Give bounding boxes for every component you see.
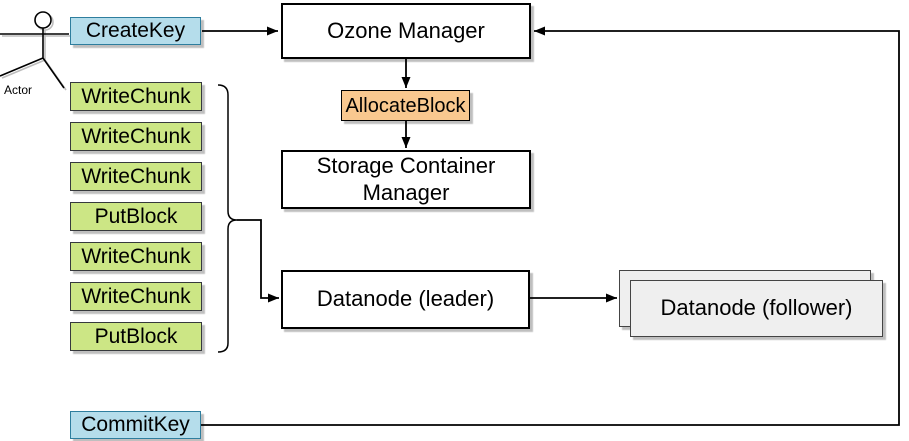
create-key-node[interactable]: CreateKey <box>70 17 201 45</box>
datanode-follower-node[interactable]: Datanode (follower) <box>630 280 883 337</box>
edge-operations-to-datanode-leader <box>237 219 279 303</box>
operation-label: WriteChunk <box>81 284 191 308</box>
allocate-block-node[interactable]: AllocateBlock <box>341 90 470 121</box>
operations-group-brace <box>217 84 238 353</box>
datanode-leader-node[interactable]: Datanode (leader) <box>281 270 530 329</box>
ozone-manager-node[interactable]: Ozone Manager <box>281 3 531 59</box>
datanode-leader-label: Datanode (leader) <box>316 286 495 312</box>
operation-label: WriteChunk <box>81 164 191 188</box>
operation-node-writechunk-1[interactable]: WriteChunk <box>70 82 202 111</box>
operation-node-putblock-1[interactable]: PutBlock <box>70 202 202 231</box>
create-key-label: CreateKey <box>85 19 186 43</box>
operation-label: PutBlock <box>94 324 178 348</box>
operation-node-writechunk-4[interactable]: WriteChunk <box>70 242 202 271</box>
allocate-block-label: AllocateBlock <box>345 94 466 117</box>
actor-label: Actor <box>3 83 32 97</box>
commit-key-node[interactable]: CommitKey <box>70 411 201 439</box>
storage-container-manager-node[interactable]: Storage Container Manager <box>281 150 531 209</box>
operation-node-writechunk-2[interactable]: WriteChunk <box>70 122 202 151</box>
operation-node-writechunk-3[interactable]: WriteChunk <box>70 162 202 191</box>
operation-label: WriteChunk <box>81 84 191 108</box>
storage-container-manager-label: Storage Container Manager <box>316 153 496 205</box>
operation-node-putblock-2[interactable]: PutBlock <box>70 322 202 351</box>
datanode-follower-label: Datanode (follower) <box>660 295 853 321</box>
operation-label: WriteChunk <box>81 244 191 268</box>
edge-commitkey-to-ozonemanager <box>201 26 900 426</box>
operation-node-writechunk-5[interactable]: WriteChunk <box>70 282 202 311</box>
actor-icon <box>0 11 71 91</box>
operation-label: WriteChunk <box>81 124 191 148</box>
ozone-manager-label: Ozone Manager <box>327 17 485 43</box>
operation-label: PutBlock <box>94 204 178 228</box>
commit-key-label: CommitKey <box>81 413 190 437</box>
